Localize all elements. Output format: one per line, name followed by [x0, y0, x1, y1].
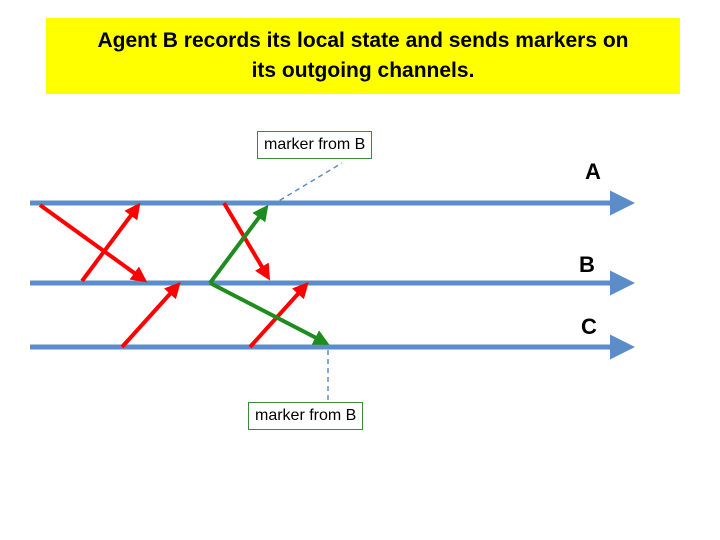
title-line-2: its outgoing channels.: [251, 59, 475, 82]
lane-label-c: C: [581, 314, 597, 339]
lane-label-a: A: [585, 159, 601, 184]
message-a-to-b-2: [222, 201, 271, 281]
marker-label-top-text: marker from B: [264, 136, 366, 153]
message-c-to-b-1: [120, 282, 181, 349]
marker-label-top: marker from B: [257, 131, 373, 159]
marker-label-bottom: marker from B: [248, 402, 364, 430]
marker-b-to-a: [208, 204, 269, 285]
title-line-1: Agent B records its local state and send…: [97, 29, 629, 52]
callout-connector-top: [271, 162, 343, 206]
title-banner: Agent B records its local state and send…: [46, 18, 680, 94]
marker-label-bottom-text: marker from B: [255, 407, 357, 424]
marker-b-to-c: [209, 281, 330, 345]
message-a-to-b-1: [38, 203, 148, 283]
lane-label-b: B: [579, 252, 595, 277]
message-b-to-a-1: [80, 202, 141, 283]
